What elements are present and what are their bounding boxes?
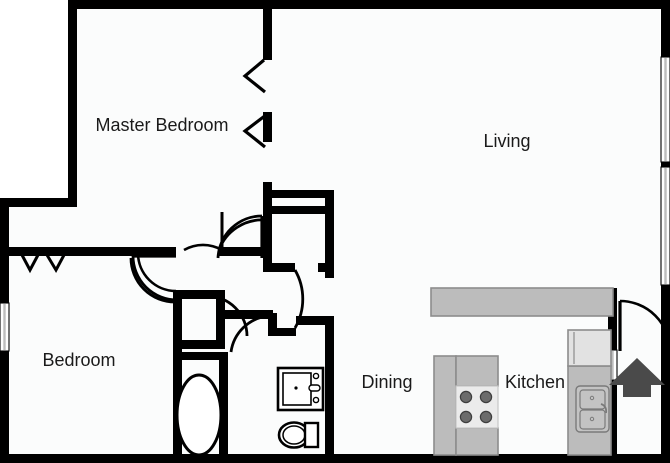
wall-linen-right [216, 290, 225, 348]
kitchen-cabinet-below-range [455, 427, 499, 456]
wall-closet-top [0, 198, 77, 207]
room-label-dining: Dining [361, 372, 412, 392]
living-window-2 [660, 166, 670, 286]
wall-bedroom-right-a [173, 290, 182, 348]
entry-arrow-shape [609, 358, 665, 397]
hall-closet-arc2 [131, 255, 178, 302]
master-door-arc [216, 214, 263, 259]
kitchen-peninsula-counter [430, 287, 614, 317]
traced-doors [129, 218, 305, 353]
room-label-living: Living [483, 131, 530, 151]
refrigerator [567, 329, 612, 367]
wall-closet-mid-bottom-r [318, 263, 334, 272]
door-arc-master [217, 218, 266, 251]
wall-bottom [0, 454, 670, 463]
bathtub [175, 373, 223, 457]
door-arc-midcloset [293, 269, 305, 329]
wall-top [68, 0, 670, 9]
wall-closet-mid-top [272, 190, 334, 198]
wall-master-bottom-a [68, 247, 176, 256]
windows [0, 56, 670, 381]
room-label-bedroom: Bedroom [42, 350, 115, 370]
kitchen-fixtures [430, 287, 614, 456]
wall-tub-alcove [182, 352, 228, 360]
wall-closet-mid-left [263, 206, 272, 271]
wall-master-bottom-b [219, 247, 269, 256]
bathroom-sink-vanity [276, 366, 325, 412]
wall-master-right-b [263, 112, 272, 142]
door-arc-bath [229, 314, 269, 353]
bathroom-fixtures [175, 366, 325, 457]
room-label-master-bedroom: Master Bedroom [95, 115, 228, 135]
wall-linen-top [173, 290, 225, 299]
door-swings-detail [131, 214, 264, 302]
wall-tub-alcove-right [219, 352, 228, 455]
wall-right-upper [661, 0, 670, 57]
wall-linen-bottom [173, 340, 225, 349]
wall-closet-mid-bottom-l [263, 263, 295, 272]
bedroom-closet-bifold-doors [20, 254, 66, 274]
bedroom-closet-floor [0, 205, 75, 255]
kitchen-cabinet-above-range [455, 355, 499, 387]
wall-bedroom-top-a [9, 247, 69, 256]
wall-bath-jog [268, 313, 277, 335]
wall-bath-jog2 [268, 328, 296, 336]
wall-kitchen-right-a [608, 288, 617, 350]
room-label-kitchen: Kitchen [505, 372, 565, 392]
toilet [277, 421, 320, 449]
door-hall-closet-left [136, 251, 177, 293]
master-bedroom-floor [75, 8, 270, 253]
door-arc-bedroom [129, 257, 176, 304]
kitchen-double-sink [575, 385, 610, 433]
wall-master-right-a [263, 5, 272, 60]
cooktop-four-burner [455, 385, 499, 429]
entry-door-arc [619, 299, 670, 352]
wall-bath-right [325, 316, 334, 455]
wall-bath-top-b [296, 316, 334, 325]
wall-right-mullion [661, 160, 670, 168]
room-labels: Master Bedroom Living Bedroom Dining Kit… [42, 115, 565, 392]
wall-right-lower [661, 284, 670, 463]
master-closet-bifold-upper [242, 58, 266, 94]
living-window-1 [660, 56, 670, 163]
wall-kitchen-right-b [608, 378, 617, 455]
kitchen-base-cabinet-left [433, 355, 457, 456]
bedroom-window [0, 302, 10, 352]
wall-bath-top-a [225, 310, 273, 319]
door-arc-linen [206, 294, 249, 337]
wall-master-left [68, 0, 77, 207]
entry-door [618, 299, 670, 352]
master-closet-bifold-lower [242, 113, 267, 149]
wall-closet-mid-right [325, 198, 334, 278]
wall-closet-mid-div [272, 206, 334, 214]
entry-direction-arrow [609, 358, 665, 397]
